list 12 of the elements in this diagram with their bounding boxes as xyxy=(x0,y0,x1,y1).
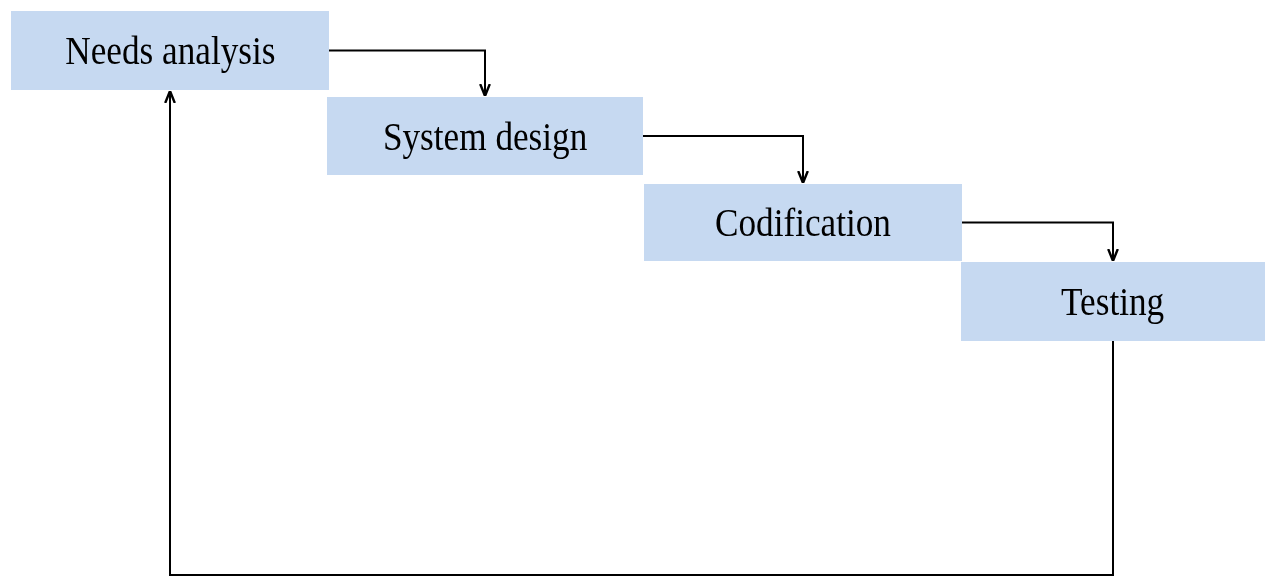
step-label: Codification xyxy=(715,199,891,246)
arrow xyxy=(164,89,1114,576)
step-label: Needs analysis xyxy=(64,27,276,74)
process-box xyxy=(327,97,643,175)
arrow xyxy=(961,221,1119,263)
arrow xyxy=(642,135,809,185)
process-box xyxy=(961,262,1265,341)
step-label: Testing xyxy=(1061,278,1165,325)
process-box xyxy=(11,11,329,90)
arrow xyxy=(328,49,491,98)
step-label: System design xyxy=(382,112,588,160)
process-box xyxy=(644,184,962,261)
